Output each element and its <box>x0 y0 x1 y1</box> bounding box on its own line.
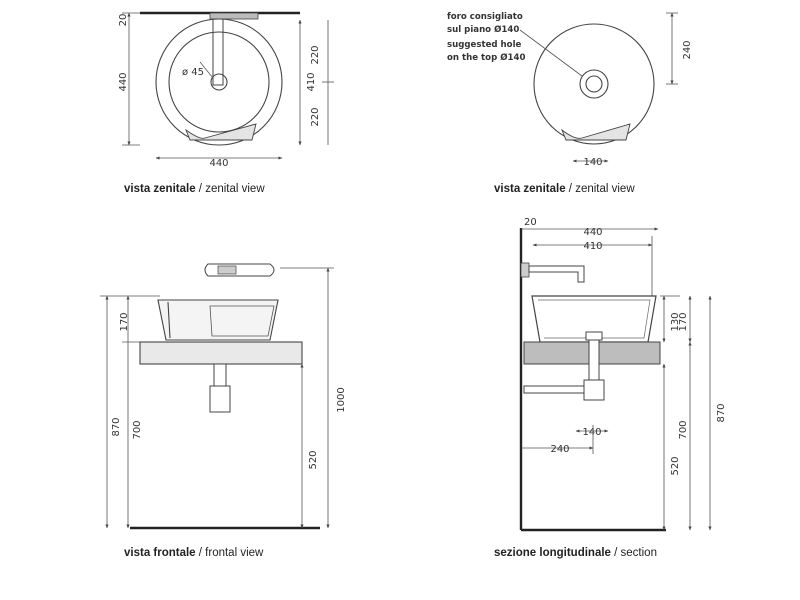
caption-top-right: vista zenitale / zenital view <box>494 183 635 195</box>
countertop <box>139 341 303 365</box>
dim-240: 240 <box>550 444 569 455</box>
dim-140: 140 <box>583 157 602 168</box>
dim-870: 870 <box>111 417 122 436</box>
basin-inner <box>168 31 270 133</box>
dim-410: 410 <box>306 72 317 91</box>
drain-pipe <box>588 339 600 381</box>
note-line1: foro consigliato <box>447 12 523 22</box>
view-bottom-left: 870 700 170 520 1000 vista frontale / fr… <box>100 263 347 559</box>
dim-diameter: ø 45 <box>182 67 204 78</box>
dim-440-horizontal: 440 <box>209 158 228 169</box>
basin-outer <box>533 23 655 145</box>
dim-220-lower: 220 <box>310 107 321 126</box>
view-bottom-right: 20 440 410 130 170 520 700 870 140 240 <box>494 217 727 559</box>
view-top-left: ø 45 20 440 220 410 220 440 vista zenita… <box>118 11 334 195</box>
dim-440: 440 <box>583 227 602 238</box>
siphon-trap <box>583 379 605 401</box>
hole-inner <box>585 75 603 93</box>
basin-spout <box>185 123 257 141</box>
dim-220-upper: 220 <box>310 45 321 64</box>
siphon-pipe <box>213 363 227 387</box>
note-line2: sul piano Ø140 <box>447 24 519 35</box>
hole-outer <box>579 69 609 99</box>
tap-base <box>209 12 259 20</box>
dim-170: 170 <box>678 312 689 331</box>
drain-hole <box>210 73 228 91</box>
dim-170: 170 <box>119 312 130 331</box>
tap-spout <box>528 265 585 283</box>
dim-140: 140 <box>582 427 601 438</box>
caption-bottom-right: sezione longitudinale / section <box>494 547 657 559</box>
note-line4: on the top Ø140 <box>447 52 525 63</box>
dim-440-vertical: 440 <box>118 72 129 91</box>
tap <box>204 263 275 277</box>
dim-870: 870 <box>716 403 727 422</box>
waste-pipe <box>523 385 585 394</box>
dim-20: 20 <box>524 217 537 228</box>
dim-130: 130 <box>670 312 681 331</box>
basin <box>157 299 279 341</box>
dim-1000: 1000 <box>336 387 347 412</box>
note-line3: suggested hole <box>447 40 522 50</box>
dim-20: 20 <box>118 14 129 27</box>
dim-240: 240 <box>682 40 693 59</box>
dim-520: 520 <box>308 450 319 469</box>
basin-outer <box>155 18 283 146</box>
dim-700: 700 <box>132 420 143 439</box>
dim-410: 410 <box>583 241 602 252</box>
basin-spout <box>560 123 631 141</box>
caption-top-left: vista zenitale / zenital view <box>124 183 265 195</box>
caption-bottom-left: vista frontale / frontal view <box>124 547 264 559</box>
dim-520: 520 <box>670 456 681 475</box>
view-top-right: foro consigliato sul piano Ø140 suggeste… <box>447 12 693 195</box>
siphon-trap <box>209 385 231 413</box>
dim-700: 700 <box>678 420 689 439</box>
